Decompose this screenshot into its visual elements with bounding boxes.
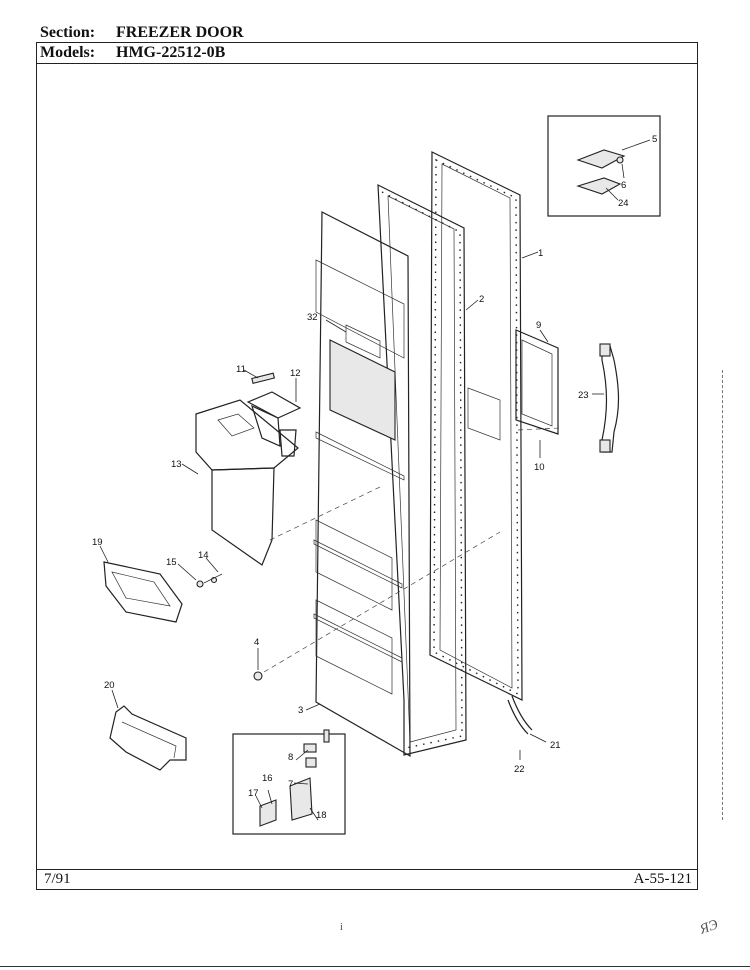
callout-7: 7 xyxy=(288,779,293,790)
callout-9: 9 xyxy=(536,320,541,331)
callout-23: 23 xyxy=(578,390,589,401)
callout-24: 24 xyxy=(618,198,629,209)
callout-22: 22 xyxy=(514,764,525,775)
callout-labels: 1 2 3 4 5 6 7 8 9 10 11 12 13 14 15 16 1… xyxy=(92,134,657,821)
footer-code: A-55-121 xyxy=(633,871,692,887)
margin-rule xyxy=(722,370,723,820)
callout-10: 10 xyxy=(534,462,545,473)
part-9-rear-panel xyxy=(467,329,559,441)
part-23-door-handle xyxy=(599,343,620,453)
callout-6: 6 xyxy=(621,180,626,191)
stray-mark: i xyxy=(340,922,343,933)
callout-20: 20 xyxy=(104,680,115,691)
diagram-frame xyxy=(36,42,698,890)
inset-hinge-box xyxy=(547,115,661,217)
callout-32: 32 xyxy=(307,312,318,323)
callout-5: 5 xyxy=(652,134,657,145)
part-20-bracket xyxy=(109,705,187,771)
section-value: FREEZER DOOR xyxy=(116,24,244,41)
wire-harness xyxy=(323,695,533,743)
callout-13: 13 xyxy=(171,459,182,470)
part-12-ice-chute xyxy=(246,391,302,457)
callout-14: 14 xyxy=(198,550,209,561)
bottom-rule xyxy=(0,966,750,967)
leader-lines xyxy=(99,139,651,821)
callout-17: 17 xyxy=(248,788,259,799)
callout-8: 8 xyxy=(288,752,293,763)
callout-4: 4 xyxy=(254,637,259,648)
callout-11: 11 xyxy=(236,364,246,375)
header-divider xyxy=(36,63,698,64)
callout-2: 2 xyxy=(479,294,484,305)
callout-21: 21 xyxy=(550,740,561,751)
callout-12: 12 xyxy=(290,368,301,379)
part-1-door-panel xyxy=(429,151,523,701)
callout-15: 15 xyxy=(166,557,177,568)
alignment-lines xyxy=(263,427,561,673)
callout-1: 1 xyxy=(538,248,543,259)
callout-18: 18 xyxy=(316,810,327,821)
part-13-dispenser-housing xyxy=(195,399,299,566)
part-2-door-liner xyxy=(377,184,467,756)
callout-3: 3 xyxy=(298,705,303,716)
part-3-inner-liner xyxy=(313,211,411,758)
footer-divider xyxy=(36,869,698,870)
part-11-strip xyxy=(251,372,276,384)
callout-19: 19 xyxy=(92,537,103,548)
part-19-bin xyxy=(103,561,183,623)
section-header: Section: FREEZER DOOR xyxy=(40,24,244,42)
models-value: HMG-22512-0B xyxy=(116,44,226,61)
models-label: Models: xyxy=(40,44,96,61)
footer-date: 7/91 xyxy=(44,871,71,887)
inset-switch-box xyxy=(232,733,346,835)
part-14-15-screws xyxy=(196,573,223,588)
section-label: Section: xyxy=(40,24,96,41)
part-4-screw xyxy=(253,671,263,681)
models-header: Models: HMG-22512-0B xyxy=(40,44,225,62)
callout-16: 16 xyxy=(262,773,273,784)
